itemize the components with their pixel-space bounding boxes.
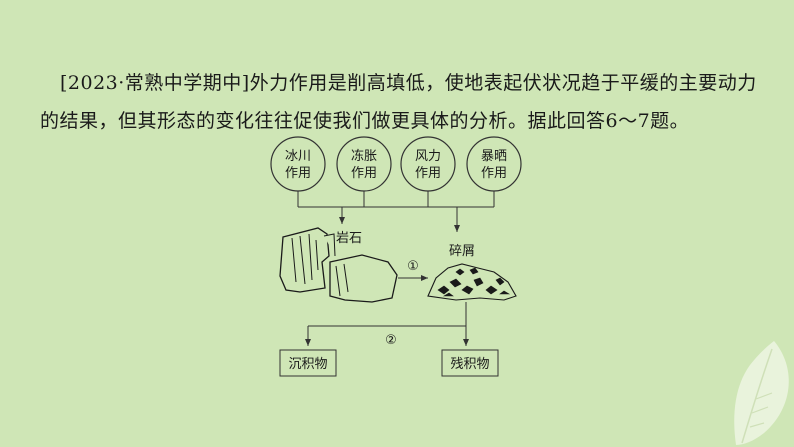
force-label-line2: 作用 [351,166,377,181]
debris-illustration [428,264,516,300]
residue-box: 残积物 [442,350,498,376]
force-circle [337,137,391,191]
force-label-line1: 风力 [415,149,441,164]
force-label-line1: 冰川 [285,149,311,164]
sediment-box: 沉积物 [280,350,336,376]
force-label-line2: 作用 [415,166,441,181]
force-circle [271,137,325,191]
process-1-label: ① [407,259,419,274]
force-label-line1: 冻胀 [351,148,377,164]
process-2-label: ② [385,333,397,348]
force-frost: 冻胀 作用 [337,137,391,191]
force-label-line2: 作用 [481,166,507,181]
force-glacier: 冰川 作用 [271,137,325,191]
rock-label: 岩石 [336,231,362,246]
leaf-shape [734,341,789,445]
force-circle [467,137,521,191]
residue-label: 残积物 [450,357,489,372]
force-wind: 风力 作用 [401,137,455,191]
debris-label: 碎屑 [449,244,475,259]
force-connectors [298,191,494,232]
sediment-label: 沉积物 [288,357,327,372]
force-label-line1: 暴晒 [481,149,507,164]
leaf-decoration [724,337,794,447]
force-circle [401,137,455,191]
force-sun: 暴晒 作用 [467,137,521,191]
force-label-line2: 作用 [285,166,311,181]
